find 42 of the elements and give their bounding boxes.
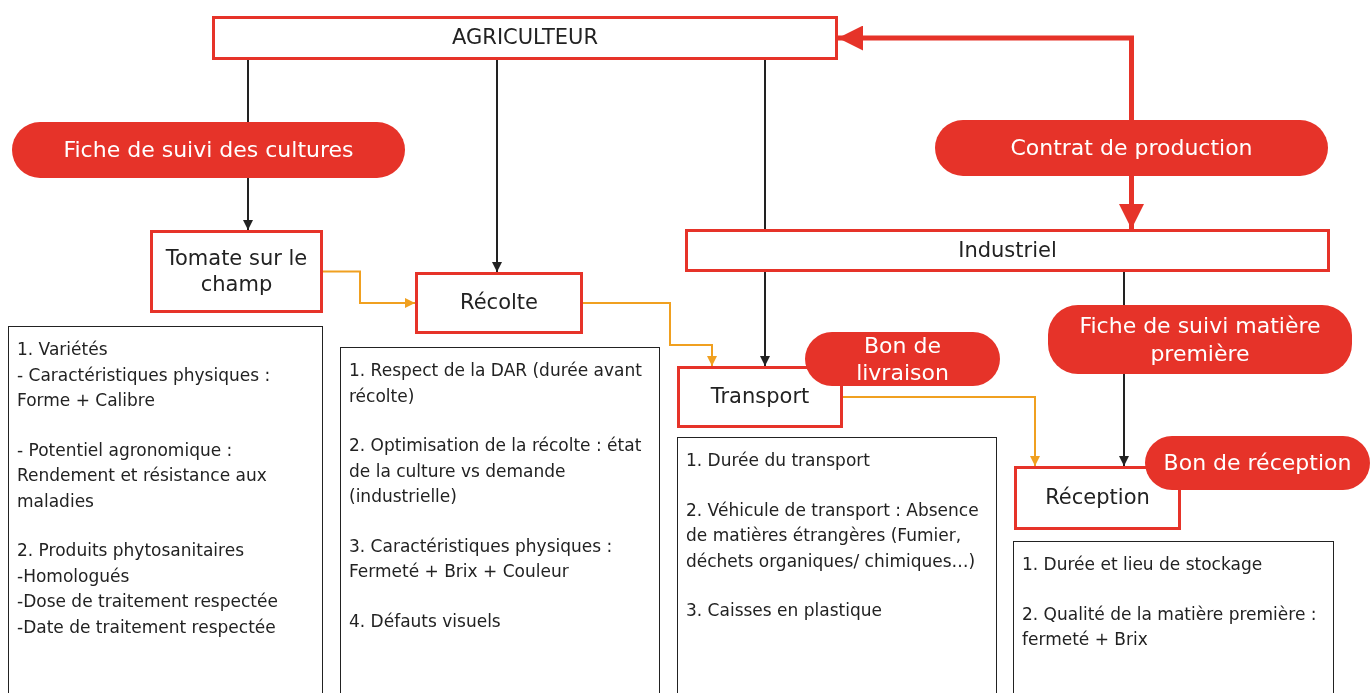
list-item: 2. Produits phytosanitaires bbox=[17, 539, 245, 562]
list-item: -Homologués bbox=[17, 564, 131, 588]
process-box: AGRICULTEUR bbox=[212, 16, 838, 60]
connector-line bbox=[1123, 271, 1125, 306]
criteria-panel bbox=[1013, 541, 1334, 693]
list-item: 2. Qualité de la matière première : fermeté + Brix bbox=[1022, 602, 1318, 651]
arrow bbox=[1119, 373, 1129, 467]
criteria-panel bbox=[340, 347, 660, 693]
list-item: 1. Durée et lieu de stockage bbox=[1022, 553, 1264, 576]
list-item: 1. Respect de la DAR (durée avant récolte) bbox=[349, 359, 643, 408]
list-item: 3. Caisses en plastique bbox=[686, 599, 883, 622]
list-item: 2. Véhicule de transport : Absence de matières étrangères (Fumier, déchets organiques/ chimiques…) bbox=[686, 498, 980, 573]
arrow bbox=[243, 177, 253, 231]
arrow bbox=[760, 271, 770, 367]
process-box: Tomate sur le champ bbox=[150, 230, 323, 313]
arrow bbox=[322, 270, 416, 308]
connector-line bbox=[764, 59, 766, 230]
list-item: 4. Défauts visuels bbox=[349, 609, 502, 633]
document-tag: Bon de livraison bbox=[805, 332, 1000, 386]
connector-line bbox=[247, 59, 249, 123]
document-tag: Fiche de suivi matière première bbox=[1048, 305, 1352, 374]
process-box: Transport bbox=[677, 366, 843, 428]
list-item: 1. Durée du transport bbox=[686, 449, 871, 472]
document-tag: Bon de réception bbox=[1145, 436, 1370, 490]
criteria-panel bbox=[677, 437, 997, 693]
process-box: Industriel bbox=[685, 229, 1330, 272]
list-item: 2. Optimisation de la récolte : état de la culture vs demande (industrielle) bbox=[349, 434, 643, 508]
arrow bbox=[582, 302, 717, 367]
list-item: 3. Caractéristiques physiques : Fermeté + Brix + Couleur bbox=[349, 534, 614, 583]
arrow bbox=[842, 396, 1040, 467]
arrow bbox=[838, 25, 1134, 120]
list-item: - Caractéristiques physiques : Forme + Calibre bbox=[17, 363, 272, 412]
process-box: Récolte bbox=[415, 272, 583, 334]
document-tag: Fiche de suivi des cultures bbox=[12, 122, 405, 178]
list-item: -Dose de traitement respectée bbox=[17, 590, 279, 613]
list-item: 1. Variétés bbox=[17, 338, 109, 361]
document-tag: Contrat de production bbox=[935, 120, 1328, 176]
list-item: -Date de traitement respectée bbox=[17, 615, 277, 639]
list-item: - Potentiel agronomique : Rendement et résistance aux maladies bbox=[17, 438, 268, 513]
arrow bbox=[492, 59, 502, 273]
arrow bbox=[1119, 176, 1144, 229]
criteria-panel bbox=[8, 326, 323, 693]
